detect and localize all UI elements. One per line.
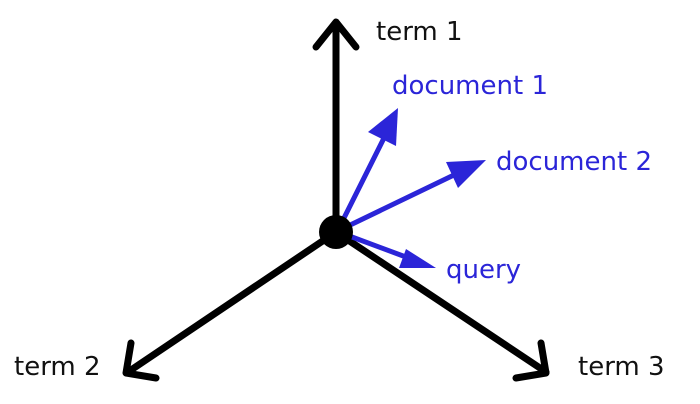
query-arrowhead <box>399 249 436 268</box>
axes-group <box>122 18 550 382</box>
document1-label: document 1 <box>392 71 548 101</box>
vectors-group <box>337 108 486 268</box>
term1-arrowhead <box>312 18 360 51</box>
document2-vector-line <box>341 171 459 231</box>
document2-arrowhead <box>446 160 486 188</box>
document2-label: document 2 <box>496 147 652 177</box>
term2-arrowhead <box>122 339 160 382</box>
document1-vector-line <box>337 131 389 229</box>
query-label: query <box>446 255 521 285</box>
term3-arrowhead <box>512 339 550 382</box>
query-vector-line <box>341 231 417 263</box>
document1-arrowhead <box>368 108 398 146</box>
term3-label: term 3 <box>578 352 665 382</box>
term2-axis-line <box>124 228 340 376</box>
term2-label: term 2 <box>14 352 101 382</box>
term3-axis-line <box>332 228 550 376</box>
term1-label: term 1 <box>376 17 463 47</box>
origin-point <box>319 215 353 249</box>
